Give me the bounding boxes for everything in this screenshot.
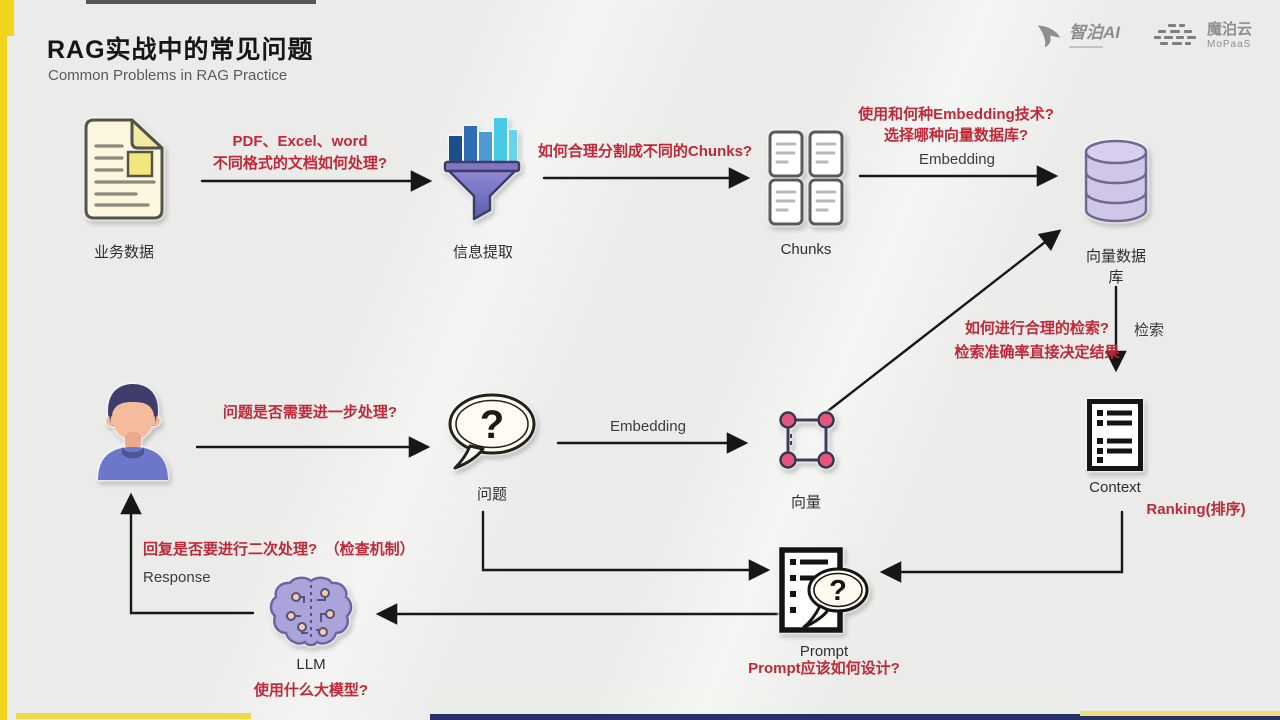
annotation-ranking: Ranking(排序) xyxy=(1146,501,1246,518)
node-context: Context xyxy=(1086,398,1144,496)
node-vector: 向量 xyxy=(774,408,838,512)
node-business-data: 业务数据 xyxy=(72,112,176,262)
node-label-context: Context xyxy=(1089,479,1141,496)
annotation-llm-choice: 使用什么大模型? xyxy=(253,682,369,699)
question-mark-glyph: ? xyxy=(829,575,847,607)
annotation-chunk-split: 如何合理分割成不同的Chunks? xyxy=(537,143,753,160)
mopaas-logo-subtext: MoPaaS xyxy=(1206,38,1252,50)
funnel-chart-icon xyxy=(443,118,521,221)
edge-label-embedding-top: Embedding xyxy=(919,151,995,168)
node-label-vector: 向量 xyxy=(790,494,821,511)
bottomleft-yellow-strip xyxy=(16,713,251,719)
node-label-chunks: Chunks xyxy=(780,241,832,258)
left-yellow-bar xyxy=(0,0,7,720)
annotation-embedding-choice-2: 选择哪种向量数据库? xyxy=(883,127,1029,144)
zhibo-logo-subtext-bar xyxy=(1068,45,1103,48)
annotation-doc-formats-2: 不同格式的文档如何处理? xyxy=(212,155,388,172)
arrow-question-to-prompt xyxy=(481,510,771,581)
node-llm: LLM xyxy=(269,575,353,673)
annotation-doc-formats-1: PDF、Excel、word xyxy=(232,133,368,150)
question-mark-glyph: ? xyxy=(480,403,504,447)
node-label-llm: LLM xyxy=(296,656,326,673)
user-avatar-icon xyxy=(98,384,168,480)
mopaas-logo: 魔泊云 MoPaaS xyxy=(1153,21,1252,50)
edge-label-retrieval: 检索 xyxy=(1134,322,1165,339)
annotation-embedding-choice-1: 使用和何种Embedding技术? xyxy=(858,106,1054,123)
annotation-question-preprocess: 问题是否需要进一步处理? xyxy=(222,404,398,421)
question-bubble-icon: ? xyxy=(448,393,536,470)
arrow-vector-to-vectordb xyxy=(822,229,1062,416)
node-label-prompt: Prompt xyxy=(799,643,849,660)
page-subtitle: Common Problems in RAG Practice xyxy=(48,67,288,84)
zhibo-ai-logo: 智泊AI xyxy=(1036,23,1120,49)
logo-bar: 智泊AI 魔泊云 MoPaaS xyxy=(1036,21,1252,50)
zhibo-logo-text: 智泊AI xyxy=(1068,22,1120,42)
annotation-retrieval-2: 检索准确率直接决定结果 xyxy=(954,344,1120,361)
top-dark-strip xyxy=(86,0,316,4)
mopaas-cloud-icon xyxy=(1153,23,1196,45)
context-list-icon xyxy=(1087,399,1143,471)
document-icon xyxy=(84,118,164,220)
zhibo-bird-icon xyxy=(1037,25,1061,48)
arrow-context-to-prompt xyxy=(879,510,1124,583)
prompt-document-icon: ? xyxy=(779,547,869,633)
annotation-retrieval-1: 如何进行合理的检索? xyxy=(964,320,1110,337)
node-extraction: 信息提取 xyxy=(443,112,523,262)
node-vector-db: 向量数据库 xyxy=(1080,136,1152,287)
node-prompt: ? Prompt xyxy=(778,546,870,660)
database-icon xyxy=(1084,139,1148,223)
node-label-business-data: 业务数据 xyxy=(93,244,154,261)
vector-graph-icon xyxy=(779,411,835,469)
mopaas-logo-text: 魔泊云 xyxy=(1206,21,1252,38)
node-chunks: Chunks xyxy=(768,130,844,258)
topleft-yellow-block xyxy=(0,0,14,36)
annotation-prompt-design: Prompt应该如何设计? xyxy=(748,660,900,677)
node-label-vector-db: 向量数据库 xyxy=(1085,248,1146,286)
node-label-question: 问题 xyxy=(476,486,507,503)
bottomright-yellow-strip xyxy=(1080,711,1280,716)
page-title: RAG实战中的常见问题 xyxy=(47,36,314,64)
edge-label-response: Response xyxy=(143,569,211,586)
chunks-documents-icon xyxy=(768,130,844,226)
node-user xyxy=(84,380,182,487)
node-question: ? 问题 xyxy=(446,390,538,504)
brain-icon xyxy=(269,576,353,647)
arrow-llm-to-user xyxy=(120,492,255,615)
edge-label-embedding-mid: Embedding xyxy=(610,418,686,435)
bottom-navy-bar xyxy=(430,714,1280,720)
node-label-extraction: 信息提取 xyxy=(452,244,513,261)
annotation-response-check: 回复是否要进行二次处理? （检查机制） xyxy=(143,541,415,558)
